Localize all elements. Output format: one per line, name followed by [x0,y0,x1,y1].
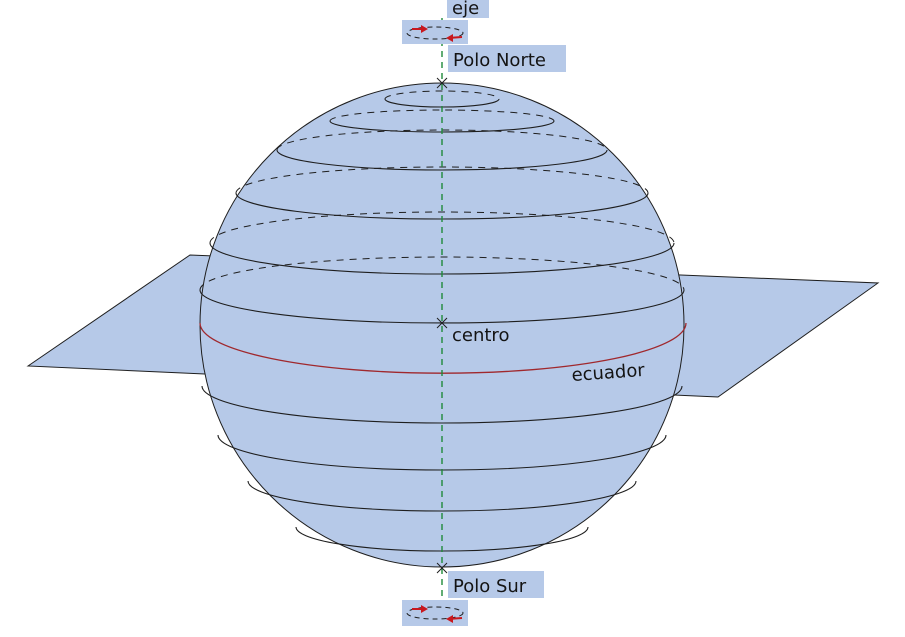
label-axis: eje [452,0,479,19]
rotation-indicator-top-bg [402,20,468,44]
markers [436,77,448,574]
parallel-back-5 [209,211,675,244]
label-south-pole: Polo Sur [453,576,527,597]
arrow-bottom-left-head [421,605,428,613]
parallel-back-2 [329,109,555,122]
label-bg-south-pole [448,571,544,598]
rotation-indicator-top [402,20,468,44]
arrow-top-right-head [446,34,453,42]
parallel-front-3 [276,149,608,171]
parallel-back-6 [199,256,685,291]
label-bg-axis [447,0,489,18]
parallel-back-3 [276,129,608,151]
equator-line [199,322,687,374]
south-pole-marker [436,562,448,574]
parallel-front-10 [247,480,637,512]
label-bg-north-pole [448,45,566,72]
parallel-back-1 [384,90,500,100]
parallel-front-8 [201,385,683,424]
label-center: centro [452,325,509,346]
label-equator: ecuador [571,360,646,386]
arrow-bottom-right-head [446,615,453,623]
rotation-indicator-bottom [402,600,468,626]
rotation-ellipse-top [406,26,464,40]
parallels-back [199,90,685,291]
parallel-back-4 [235,166,649,194]
north-pole-marker [436,77,448,89]
center-marker [436,317,448,329]
label-north-pole: Polo Norte [453,50,546,71]
arrow-top-left-head [421,25,428,33]
rotation-indicator-bottom-bg [402,600,468,626]
rotation-ellipse-bottom [406,606,464,620]
